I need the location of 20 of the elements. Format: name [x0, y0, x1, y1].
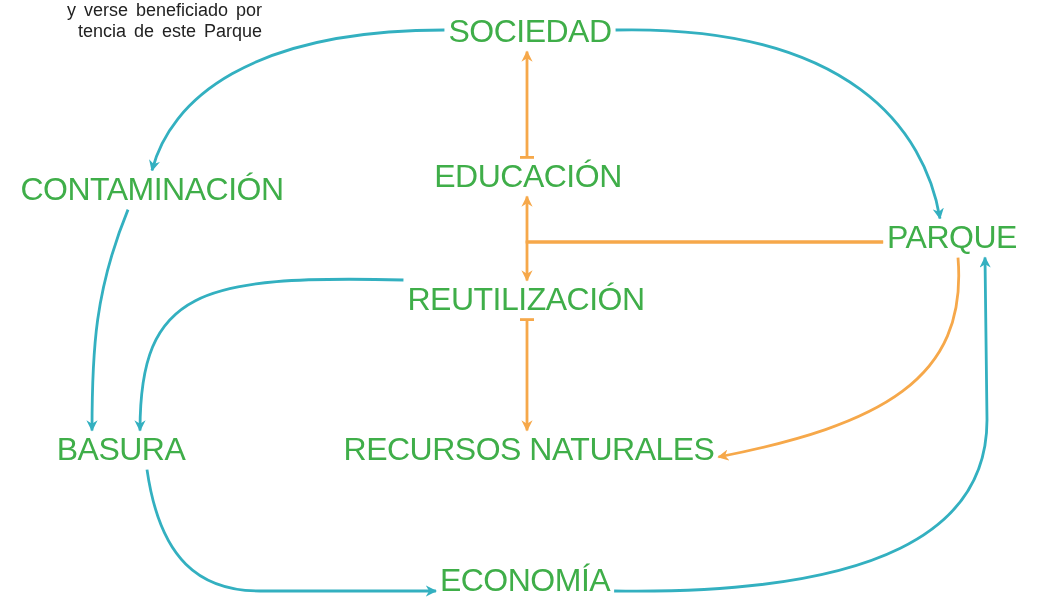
arrow — [520, 50, 534, 159]
arrow — [717, 257, 960, 461]
concept-label: REUTILIZACIÓN — [403, 280, 649, 320]
concept-label: SOCIEDAD — [444, 12, 616, 52]
concept-label: RECURSOS NATURALES — [339, 430, 719, 470]
concept-label: ECONOMÍA — [435, 561, 615, 601]
concept-label: PARQUE — [883, 218, 1021, 258]
arrow — [615, 28, 944, 220]
arrow — [520, 318, 534, 432]
concept-label: BASURA — [52, 430, 190, 470]
arrow — [521, 240, 884, 282]
arrow — [145, 469, 437, 597]
note-text: y verse beneficiado por — [66, 0, 262, 21]
arrow — [134, 277, 404, 432]
arrow — [149, 28, 445, 172]
arrow — [86, 209, 130, 432]
concept-label: CONTAMINACIÓN — [16, 170, 288, 210]
arrow — [614, 256, 991, 593]
note-text: tencia de este Parque — [77, 21, 262, 42]
concept-label: EDUCACIÓN — [430, 157, 626, 197]
